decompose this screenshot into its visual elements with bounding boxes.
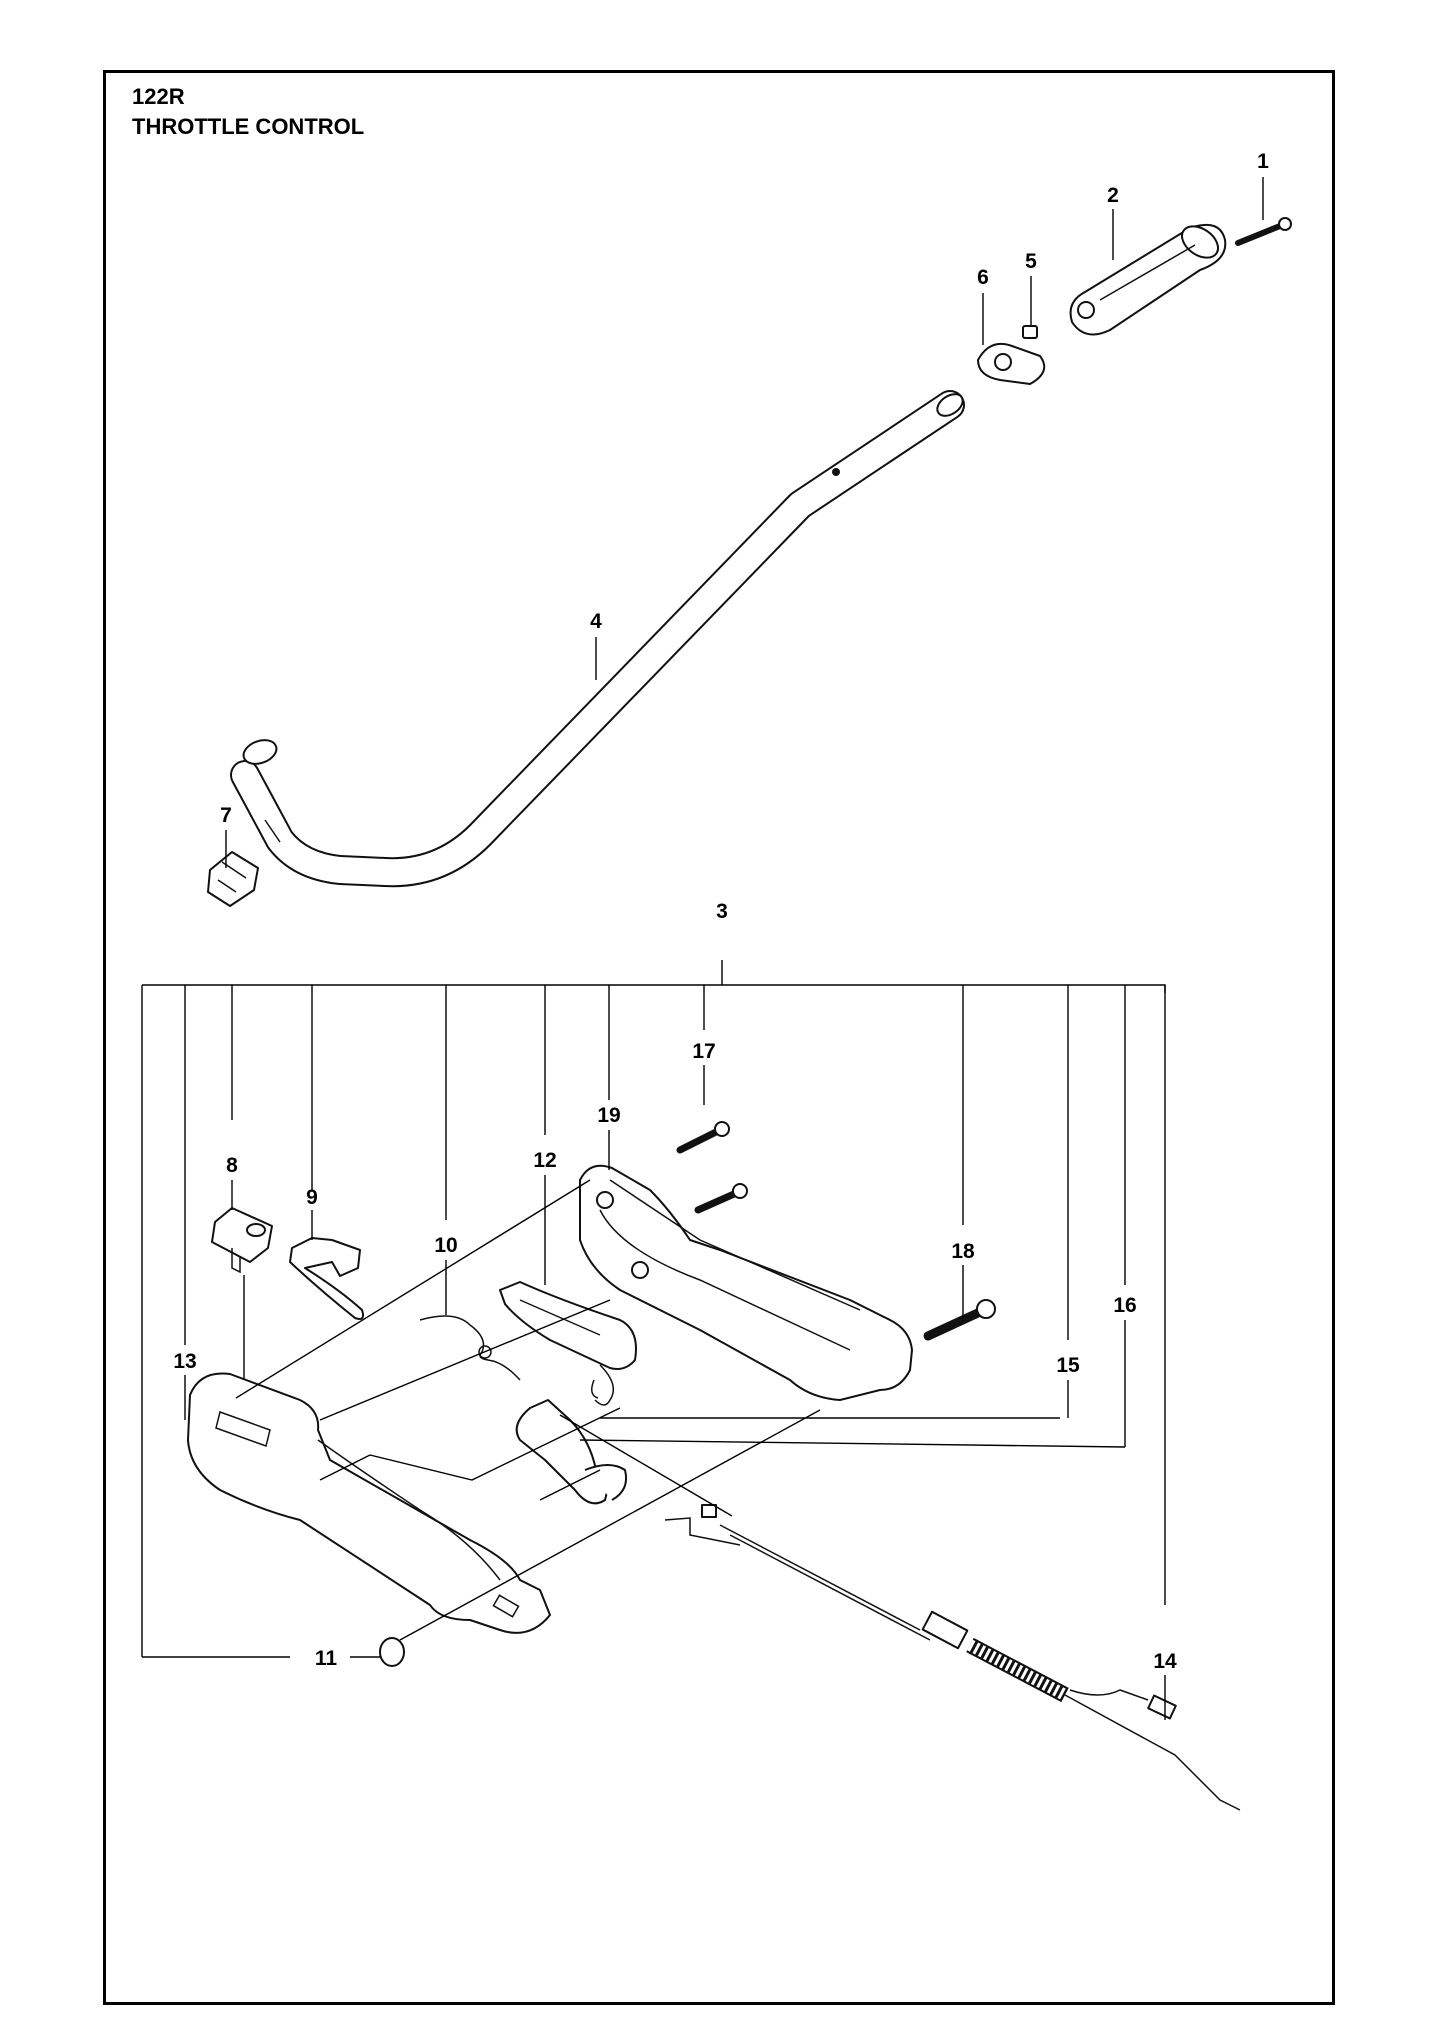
nut-part-11 [379, 1637, 405, 1667]
callout-numbers: 1 2 3 4 5 6 7 8 9 10 11 12 13 14 15 16 1… [173, 150, 1269, 1673]
model-title: 122R [132, 84, 185, 109]
callout-3: 3 [716, 900, 728, 923]
callout-15: 15 [1056, 1354, 1080, 1377]
screws-group [676, 1121, 996, 1341]
callout-8: 8 [226, 1154, 238, 1177]
callout-6: 6 [977, 266, 989, 289]
assembly-lines [235, 1179, 1126, 1641]
callout-17: 17 [692, 1040, 715, 1063]
callout-5: 5 [1025, 250, 1037, 273]
handle-half-part-13 [187, 1372, 551, 1634]
lever-part-9 [289, 1237, 365, 1320]
callout-12: 12 [533, 1149, 556, 1172]
plug-part-7 [207, 851, 259, 907]
callout-9: 9 [306, 1186, 318, 1209]
callout-13: 13 [173, 1350, 196, 1373]
diagram-frame [103, 70, 1335, 2005]
spring-part-10 [419, 1315, 521, 1381]
callout-4: 4 [590, 610, 602, 633]
callout-11: 11 [315, 1647, 338, 1670]
throttle-cable-part-14 [664, 1504, 1241, 1811]
grip-part [1069, 224, 1227, 336]
handle-bar-part [230, 390, 965, 888]
nut-part-5 [1022, 325, 1038, 339]
lock-lever-part-12 [499, 1281, 637, 1370]
callout-2: 2 [1107, 184, 1119, 207]
handle-housing-part [579, 1164, 913, 1401]
switch-part-8 [211, 1207, 273, 1390]
callout-14: 14 [1153, 1650, 1177, 1673]
clamp-part-6 [977, 342, 1046, 385]
callout-19: 19 [597, 1104, 620, 1127]
callout-10: 10 [434, 1234, 457, 1257]
callout-16: 16 [1113, 1294, 1136, 1317]
kit-bracket [141, 960, 1166, 1658]
screw-part-1 [1235, 217, 1292, 246]
section-title: THROTTLE CONTROL [132, 114, 365, 139]
callout-7: 7 [220, 804, 232, 827]
trigger-part [515, 1364, 628, 1505]
callout-18: 18 [951, 1240, 975, 1263]
callout-leaders [184, 177, 1264, 1720]
callout-1: 1 [1257, 150, 1269, 173]
